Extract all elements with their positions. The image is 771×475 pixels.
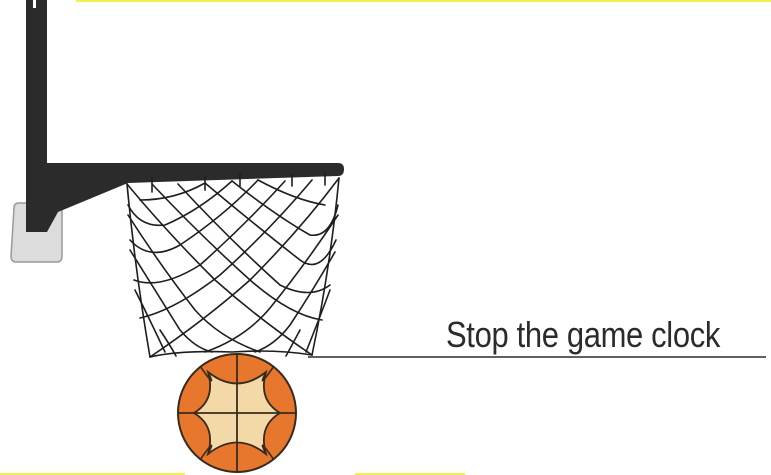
stop-game-clock-label: Stop the game clock (446, 313, 723, 357)
basketball-icon (178, 354, 296, 472)
basketball-net (127, 173, 339, 357)
